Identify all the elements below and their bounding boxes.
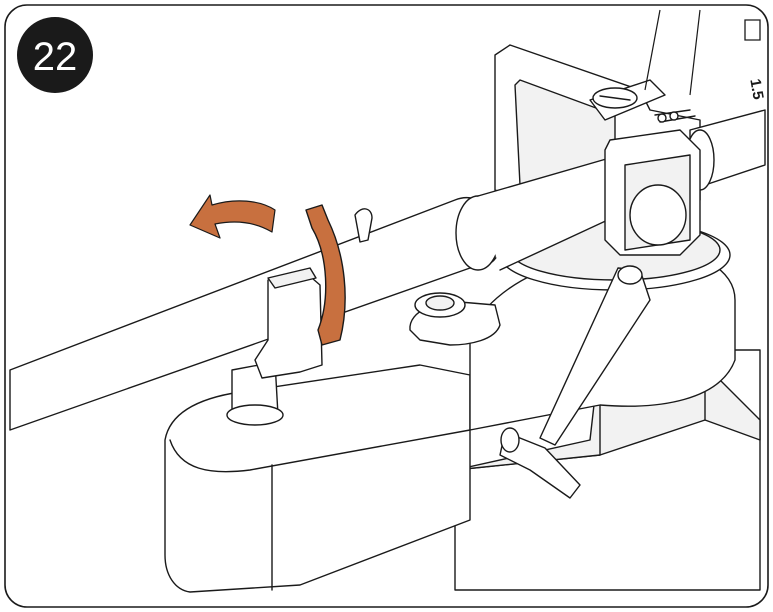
platter-edge-line [644, 9, 661, 91]
step-number: 22 [33, 35, 78, 79]
arm-clip [305, 204, 346, 346]
scale-dial: 1.5 [744, 19, 767, 101]
cue-lever-handle [499, 431, 581, 499]
step-badge: 22 [17, 17, 93, 93]
armrest-post-foot [226, 404, 284, 426]
platter-edge-line-2 [689, 9, 701, 96]
cue-lever-cap [617, 265, 643, 285]
armrest-base-top [169, 429, 471, 473]
armrest-cradle-top [267, 267, 317, 289]
scale-label: 1.5 [746, 77, 766, 100]
pivot-boss [629, 184, 687, 246]
clip-rear [354, 208, 373, 243]
rotate-arrow-icon [189, 194, 276, 239]
